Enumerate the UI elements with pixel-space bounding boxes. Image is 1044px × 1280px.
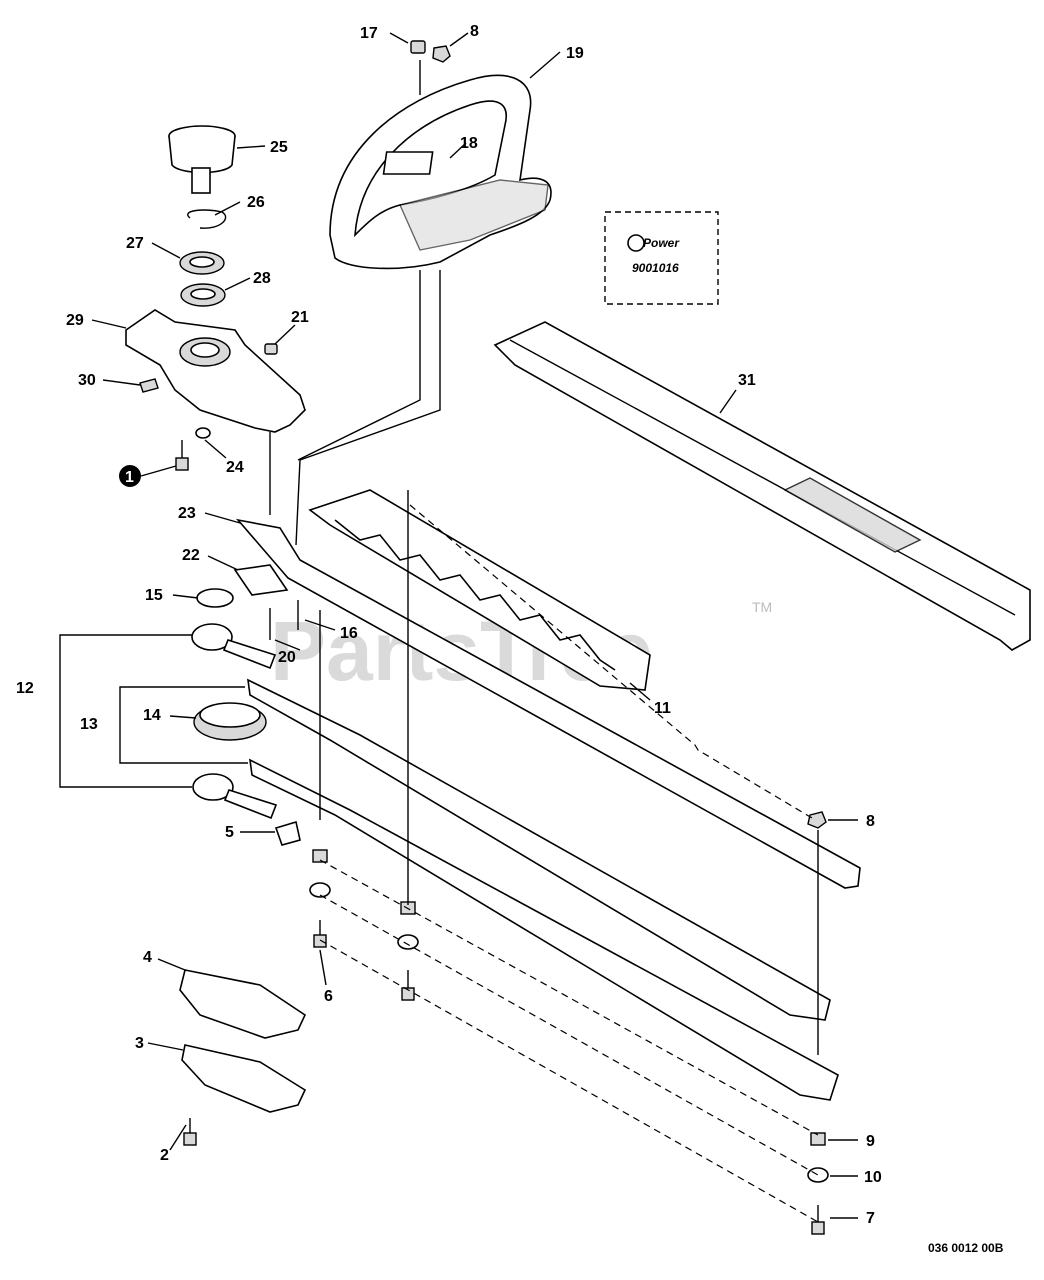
callout-9: 9 [866,1133,875,1150]
bearing-27 [179,251,225,275]
lower-blade-1 [247,678,831,1021]
callout-31: 31 [738,372,756,389]
gear [193,702,267,741]
callout-8: 8 [470,23,479,40]
washer-15 [196,588,234,608]
callout-29: 29 [66,312,84,329]
nut-17 [410,40,426,54]
callout-21: 21 [291,309,309,326]
callout-23: 23 [178,505,196,522]
watermark-tm: TM [752,599,772,615]
callout-20: 20 [278,649,296,666]
connecting-rod-lower [192,773,278,820]
callout-11: 11 [654,700,671,717]
lower-blade-2 [249,758,839,1101]
callout-5: 5 [225,824,234,841]
bolt-6 [313,920,327,948]
washer-left [309,882,331,898]
leader-lines [91,32,858,1219]
screw-2 [183,1118,197,1146]
callout-18: 18 [460,135,478,152]
callout-1-badge [119,465,141,487]
nut-8-right [807,811,827,829]
callout-19: 19 [566,45,584,62]
front-handle [329,74,552,270]
bolt-1 [175,440,189,471]
plate-22 [233,564,289,596]
callout-15: 15 [145,587,163,604]
washer-10 [807,1167,829,1183]
inset-brand: Power [643,236,680,250]
gasket-4 [179,969,307,1039]
callout-10: 10 [864,1169,882,1186]
callout-24: 24 [226,459,244,476]
callout-2: 2 [160,1147,169,1164]
cover-3 [181,1044,307,1113]
callout-28: 28 [253,270,271,287]
callout-25: 25 [270,139,288,156]
plug-30 [139,378,159,393]
callout-4: 4 [143,949,152,966]
knob [168,125,236,194]
callout-16: 16 [340,625,358,642]
callout-1: 1 [125,469,134,486]
callout-8-right: 8 [866,813,875,830]
bolt-center [401,970,415,1001]
washer-24 [195,427,211,439]
callout-6: 6 [324,988,333,1005]
callout-7: 7 [866,1210,875,1227]
callout-3: 3 [135,1035,144,1052]
spacer-5 [274,820,301,846]
callout-13: 13 [80,716,98,733]
callout-22: 22 [182,547,200,564]
callout-27: 27 [126,235,144,252]
bolt-7 [811,1205,825,1235]
nut-8-top [432,45,451,63]
callout-17: 17 [360,25,378,42]
upper-blade [308,489,651,691]
screw-21 [264,343,278,355]
inset-box [604,211,719,305]
callout-26: 26 [247,194,265,211]
washer-center [397,934,419,950]
connecting-rod-upper [191,623,277,670]
gear-case [125,309,306,433]
nut-left [312,849,328,863]
drawing-number: 036 0012 00B [928,1241,1004,1255]
callout-12: 12 [16,680,34,697]
callout-14: 14 [143,707,161,724]
blade-cover [493,321,1031,651]
callout-30: 30 [78,372,96,389]
bearing-28 [180,283,226,307]
top-plate [235,518,861,889]
inset-part-number: 9001016 [632,261,679,275]
nut-9 [810,1132,826,1146]
